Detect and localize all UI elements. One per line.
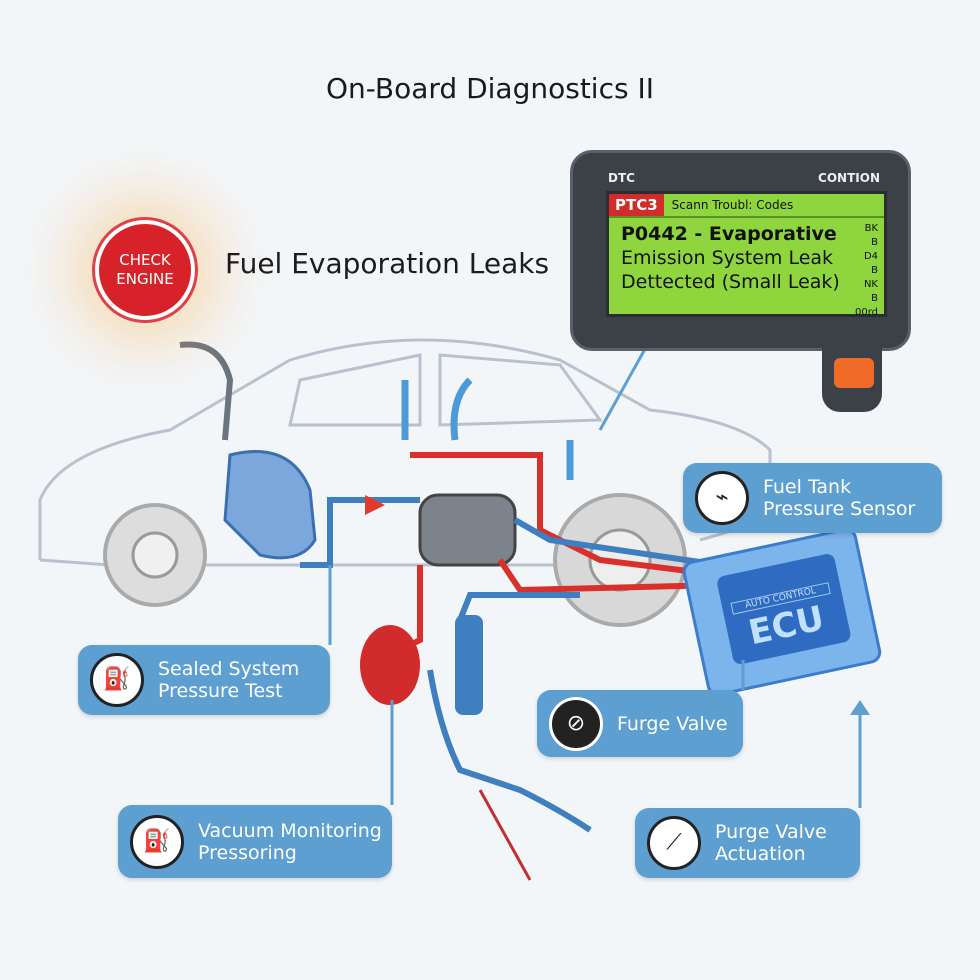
up-arrow-icon bbox=[850, 700, 870, 715]
check-engine-badge: CHECK ENGINE bbox=[95, 220, 195, 320]
dtc-message: P0442 - Evaporative Emission System Leak… bbox=[621, 222, 840, 294]
side-value: NK bbox=[863, 279, 878, 290]
charcoal-canister bbox=[418, 493, 517, 567]
vapor-arrows bbox=[401, 377, 574, 480]
label-text: Sealed System bbox=[158, 658, 300, 680]
fuel-tank bbox=[223, 450, 317, 560]
message-line: P0442 - Evaporative bbox=[621, 223, 837, 245]
label-text: Pressure Sensor bbox=[763, 498, 916, 520]
subtitle: Fuel Evaporation Leaks bbox=[225, 247, 550, 280]
label-furge-valve: ⊘ Furge Valve bbox=[537, 690, 743, 757]
pressure-sensor-icon: ⌁ bbox=[695, 471, 749, 525]
message-line: Dettected (Small Leak) bbox=[621, 271, 840, 293]
side-value: B bbox=[871, 237, 878, 248]
label-text: Pressure Test bbox=[158, 680, 283, 702]
callout-lines bbox=[328, 339, 862, 808]
side-values: BK B D4 B NK B 00rd bbox=[848, 222, 878, 320]
scanner-button[interactable] bbox=[834, 358, 874, 388]
red-arrow-icon bbox=[365, 495, 385, 515]
label-text: Actuation bbox=[715, 843, 806, 865]
valve-tool-icon: ⟋ bbox=[647, 816, 701, 870]
check-engine-line1: CHECK bbox=[119, 251, 171, 269]
obd-scanner: DTC CONTION PTC3 Scann Troubl: Codes P04… bbox=[570, 150, 911, 351]
scanner-right-header: CONTION bbox=[818, 171, 880, 185]
label-text: Furge Valve bbox=[617, 712, 728, 735]
ecu-module bbox=[682, 528, 882, 696]
scanner-left-header: DTC bbox=[608, 171, 635, 185]
fuel-pump-icon: ⛽ bbox=[90, 653, 144, 707]
label-text: Pressoring bbox=[198, 841, 297, 864]
dtc-code-tag: PTC3 bbox=[609, 194, 664, 216]
side-value: B bbox=[871, 293, 878, 304]
screen-bar-text: Scann Troubl: Codes bbox=[671, 198, 794, 212]
message-line: Emission System Leak bbox=[621, 247, 834, 269]
label-text: Purge Valve bbox=[715, 821, 827, 843]
side-value: BK bbox=[864, 223, 878, 234]
front-wheel bbox=[103, 503, 207, 607]
label-text: Vacuum Monitoring bbox=[198, 819, 382, 842]
check-engine-line2: ENGINE bbox=[116, 270, 174, 288]
hand-pump-bulb bbox=[360, 625, 420, 705]
filter-cylinder bbox=[455, 615, 483, 715]
page-title: On-Board Diagnostics II bbox=[326, 72, 654, 105]
side-value: B bbox=[871, 265, 878, 276]
no-valve-icon: ⊘ bbox=[549, 696, 603, 751]
side-value: D4 bbox=[863, 251, 878, 262]
side-value: 00rd bbox=[854, 307, 878, 318]
scanner-screen: PTC3 Scann Troubl: Codes P0442 - Evapora… bbox=[606, 191, 887, 320]
fuel-pump-icon: ⛽ bbox=[130, 814, 184, 869]
label-text: Fuel Tank bbox=[763, 476, 852, 498]
car-outline bbox=[38, 338, 772, 567]
fuel-nozzle bbox=[179, 341, 234, 441]
